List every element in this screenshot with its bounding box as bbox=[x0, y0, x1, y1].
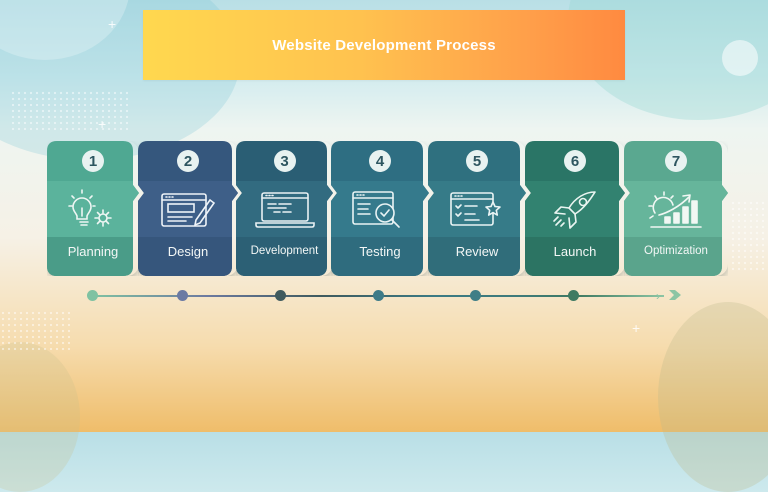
chevron-arrow-icon bbox=[669, 290, 681, 300]
magnifier-check-icon bbox=[352, 191, 400, 228]
rocket-icon bbox=[553, 191, 596, 229]
step-label: Launch bbox=[553, 243, 597, 259]
step-number-badge: 5 bbox=[466, 150, 488, 172]
step-number-badge: 1 bbox=[82, 150, 104, 172]
step-label: Development bbox=[250, 245, 319, 257]
wireframe-pencil-icon bbox=[161, 193, 216, 227]
progress-timeline: › bbox=[87, 289, 682, 303]
step-number-badge: 2 bbox=[177, 150, 199, 172]
step-number-badge: 7 bbox=[665, 150, 687, 172]
timeline-dot-1 bbox=[87, 290, 98, 301]
step-number-badge: 3 bbox=[273, 150, 296, 172]
timeline-dot-4 bbox=[373, 290, 384, 301]
laptop-code-icon bbox=[254, 192, 315, 228]
step-label: Planning bbox=[67, 243, 119, 259]
timeline-dot-6 bbox=[568, 290, 579, 301]
checklist-star-icon bbox=[450, 192, 501, 226]
step-card-review: 5 Review bbox=[428, 141, 526, 276]
step-card-design: 2 Design bbox=[138, 141, 238, 276]
lightbulb-gear-icon bbox=[68, 189, 112, 227]
timeline-dot-2 bbox=[177, 290, 188, 301]
card-background bbox=[525, 141, 625, 276]
dot-grid-decoration bbox=[0, 310, 70, 350]
dot-grid-decoration bbox=[10, 90, 130, 130]
dot-grid-decoration bbox=[730, 200, 768, 270]
arrow-head-icon: › bbox=[656, 289, 660, 303]
step-label: Review bbox=[455, 243, 499, 259]
step-number-badge: 6 bbox=[564, 150, 586, 172]
timeline-dot-3 bbox=[275, 290, 286, 301]
step-card-testing: 4 Testing bbox=[331, 141, 429, 276]
step-label: Testing bbox=[359, 243, 401, 259]
step-number-badge: 4 bbox=[369, 150, 391, 172]
process-steps: 1 Planning 2 bbox=[47, 141, 728, 276]
sparkle-icon: + bbox=[108, 16, 117, 32]
card-background bbox=[138, 141, 238, 276]
step-card-planning: 1 Planning bbox=[47, 141, 139, 276]
step-label: Design bbox=[167, 243, 209, 259]
page-title: Website Development Process bbox=[272, 36, 496, 54]
card-background bbox=[428, 141, 526, 276]
title-banner: Website Development Process bbox=[143, 10, 625, 80]
sparkle-icon: + bbox=[98, 116, 107, 132]
gear-growth-chart-icon bbox=[648, 191, 702, 228]
card-background bbox=[47, 141, 139, 276]
step-label: Optimization bbox=[644, 245, 708, 257]
sparkle-icon: + bbox=[632, 320, 641, 336]
step-card-development: 3 Development bbox=[236, 141, 333, 276]
step-card-launch: 6 Launch bbox=[525, 141, 625, 276]
step-card-optimization: 7 Optimization bbox=[624, 141, 728, 276]
timeline-dot-5 bbox=[470, 290, 481, 301]
